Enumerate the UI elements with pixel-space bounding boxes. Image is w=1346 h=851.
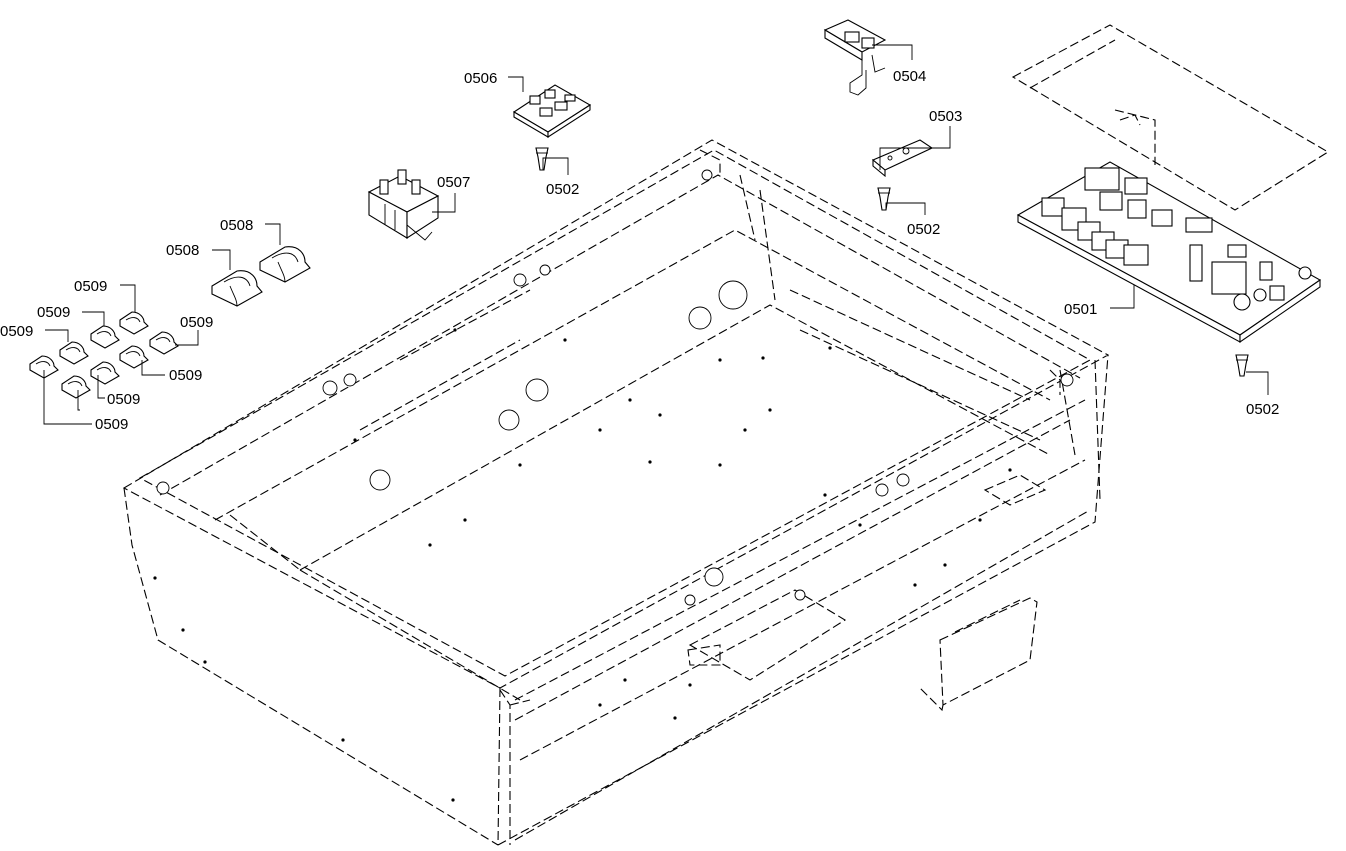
callout-0502-board: 0502 (1246, 401, 1279, 418)
callout-0509-d: 0509 (0, 323, 33, 340)
callout-0507: 0507 (437, 174, 470, 191)
callout-0509-c: 0509 (180, 314, 213, 331)
clip-0508-upper (259, 246, 311, 283)
chassis-frame (122, 139, 1110, 846)
leader-lines (43, 44, 1269, 425)
callout-0509-f: 0509 (107, 391, 140, 408)
strip-board-0503 (871, 139, 934, 178)
callout-0503: 0503 (929, 108, 962, 125)
callout-0509-b: 0509 (37, 304, 70, 321)
screw-0502-upper (535, 147, 549, 171)
callout-0509-a: 0509 (74, 278, 107, 295)
callout-0506: 0506 (464, 70, 497, 87)
screw-0502-mid (877, 187, 891, 211)
callout-0504: 0504 (893, 68, 926, 85)
transformer-0507 (367, 169, 440, 241)
clip-0508-lower (211, 270, 263, 307)
switch-0504 (823, 19, 887, 96)
pcb-0506 (512, 84, 592, 139)
callout-0501: 0501 (1064, 301, 1097, 318)
callout-0509-g: 0509 (95, 416, 128, 433)
chassis-fastener-dots (153, 328, 1012, 802)
callout-0509-e: 0509 (169, 367, 202, 384)
callout-0502-mid: 0502 (907, 221, 940, 238)
callout-labels: 0501 0502 0502 0502 0503 0504 0506 0507 … (0, 68, 1279, 433)
screw-0502-board (1235, 354, 1249, 377)
main-control-board (1016, 161, 1322, 344)
front-bracket (919, 597, 1038, 712)
cover-plate (1011, 24, 1330, 211)
callout-0502-upper: 0502 (546, 181, 579, 198)
callout-0508-upper: 0508 (220, 217, 253, 234)
callout-0508-lower: 0508 (166, 242, 199, 259)
clips-0509 (29, 311, 179, 399)
